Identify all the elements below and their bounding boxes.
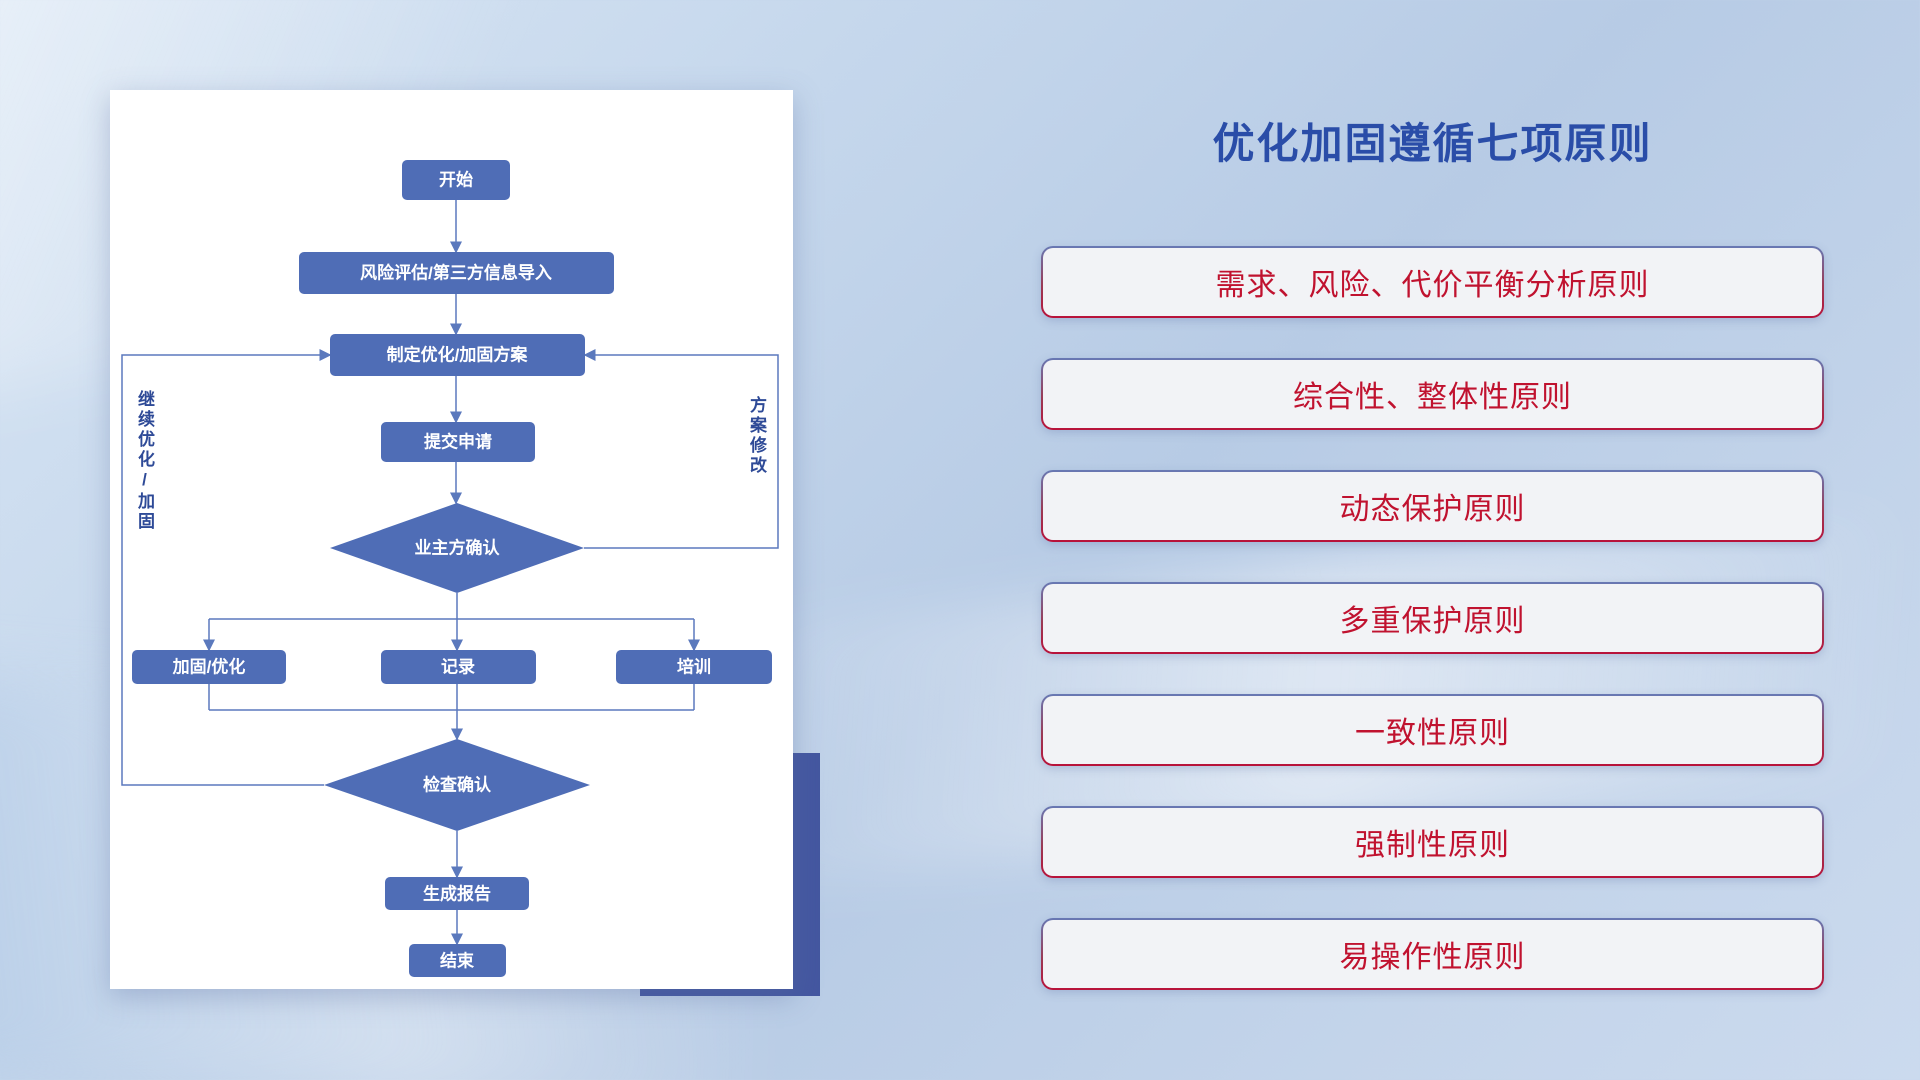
principle-box-7: 易操作性原则 (1041, 918, 1824, 990)
edge-label-plan-modify: 方案修改 (747, 396, 766, 476)
node-record-label: 记录 (441, 658, 475, 677)
flowchart-card: 开始 风险评估/第三方信息导入 制定优化/加固方案 提交申请 业主方确认 加固/… (110, 90, 793, 989)
flowchart-svg: 开始 风险评估/第三方信息导入 制定优化/加固方案 提交申请 业主方确认 加固/… (121, 160, 779, 977)
principle-label-3: 动态保护原则 (1043, 472, 1822, 540)
principle-box-3: 动态保护原则 (1041, 470, 1824, 542)
node-owner-confirm-diamond (330, 503, 584, 593)
principle-label-6: 强制性原则 (1043, 808, 1822, 876)
principles-panel: 优化加固遵循七项原则 需求、风险、代价平衡分析原则 综合性、整体性原则 动态保护… (1041, 0, 1824, 1080)
node-report-label: 生成报告 (423, 884, 491, 904)
principle-box-4: 多重保护原则 (1041, 582, 1824, 654)
principle-box-1: 需求、风险、代价平衡分析原则 (1041, 246, 1824, 318)
node-start-label: 开始 (439, 170, 473, 190)
node-submit (381, 422, 535, 462)
principle-label-4: 多重保护原则 (1043, 584, 1822, 652)
principle-label-5: 一致性原则 (1043, 696, 1822, 764)
node-reinforce-label: 加固/优化 (172, 657, 246, 677)
node-submit-label: 提交申请 (424, 432, 492, 452)
principle-box-5: 一致性原则 (1041, 694, 1824, 766)
edge-label-continue-optimize: 继续优化/加固 (135, 390, 154, 532)
node-training-label: 培训 (677, 657, 711, 677)
principle-box-6: 强制性原则 (1041, 806, 1824, 878)
node-owner-confirm-label: 业主方确认 (415, 538, 501, 558)
principle-label-2: 综合性、整体性原则 (1043, 360, 1822, 428)
node-check-confirm-label: 检查确认 (423, 775, 492, 795)
flow-nodes (132, 160, 772, 977)
principle-label-1: 需求、风险、代价平衡分析原则 (1043, 248, 1822, 316)
principle-box-2: 综合性、整体性原则 (1041, 358, 1824, 430)
principle-label-7: 易操作性原则 (1043, 920, 1822, 988)
node-risk-import-label: 风险评估/第三方信息导入 (360, 263, 552, 283)
node-end-label: 结束 (440, 951, 474, 971)
page-title: 优化加固遵循七项原则 (1212, 120, 1653, 167)
node-make-plan-label: 制定优化/加固方案 (387, 345, 529, 365)
